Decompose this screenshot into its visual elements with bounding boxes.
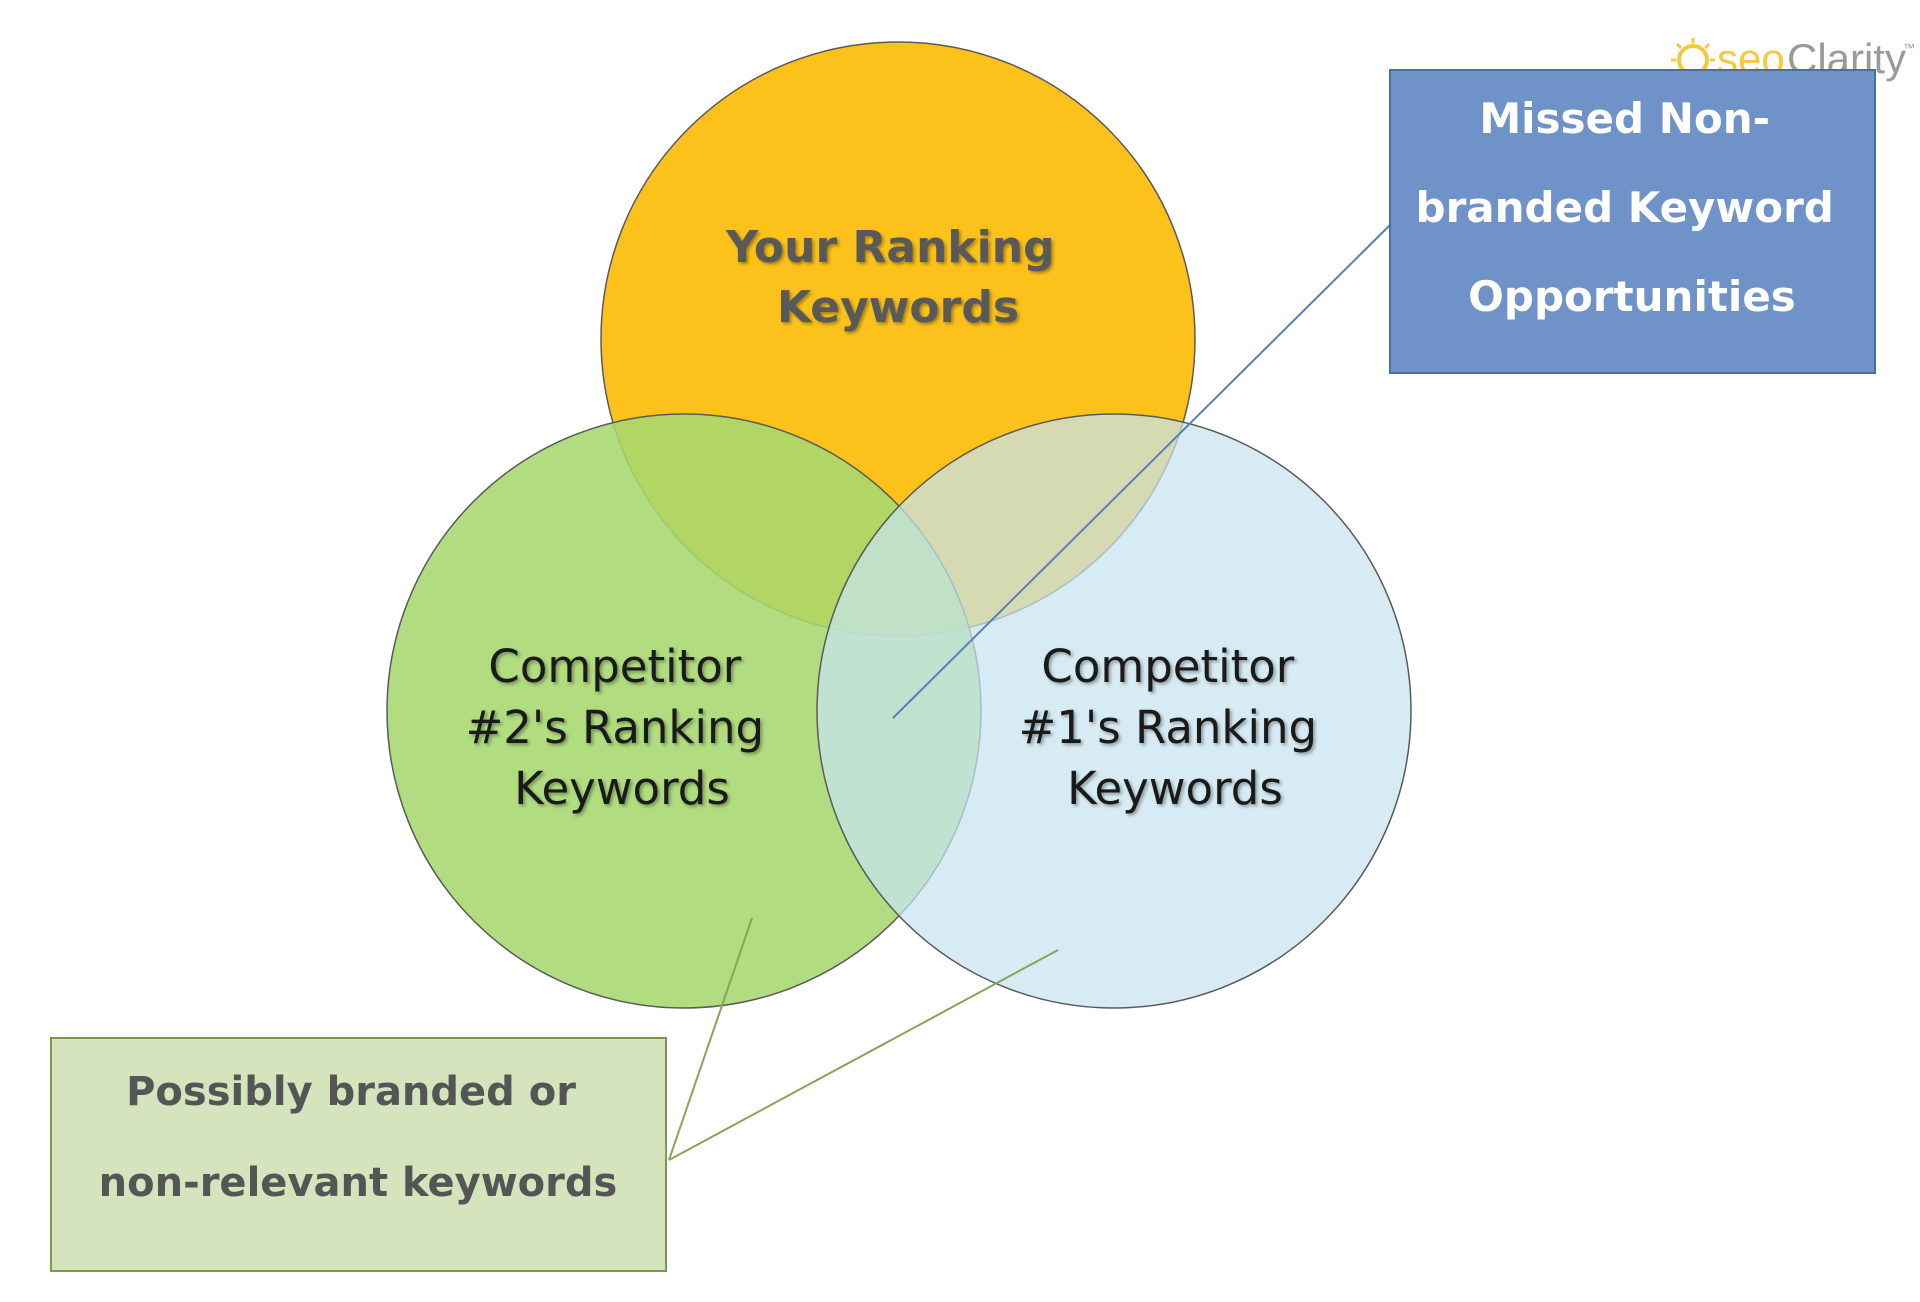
callout-branded-keywords: Possibly branded or non-relevant keyword… <box>50 1037 667 1272</box>
label-your-keywords: Your Ranking Keywords <box>725 222 1070 333</box>
callout-missed-opportunities: Missed Non- branded Keyword Opportunitie… <box>1389 69 1876 374</box>
connector-missed-opportunities <box>892 224 1391 719</box>
callout-missed-text: Missed Non- branded Keyword Opportunitie… <box>1416 94 1849 321</box>
connector-branded-left <box>668 917 753 1161</box>
label-competitor-2: Competitor #2's Ranking Keywords <box>466 640 779 815</box>
connector-branded-right <box>668 949 1059 1161</box>
circle-competitor-1 <box>816 413 1412 1009</box>
label-competitor-1: Competitor #1's Ranking Keywords <box>1019 640 1332 815</box>
logo-trademark: ™ <box>1903 41 1915 55</box>
callout-branded-text: Possibly branded or non-relevant keyword… <box>99 1069 618 1206</box>
